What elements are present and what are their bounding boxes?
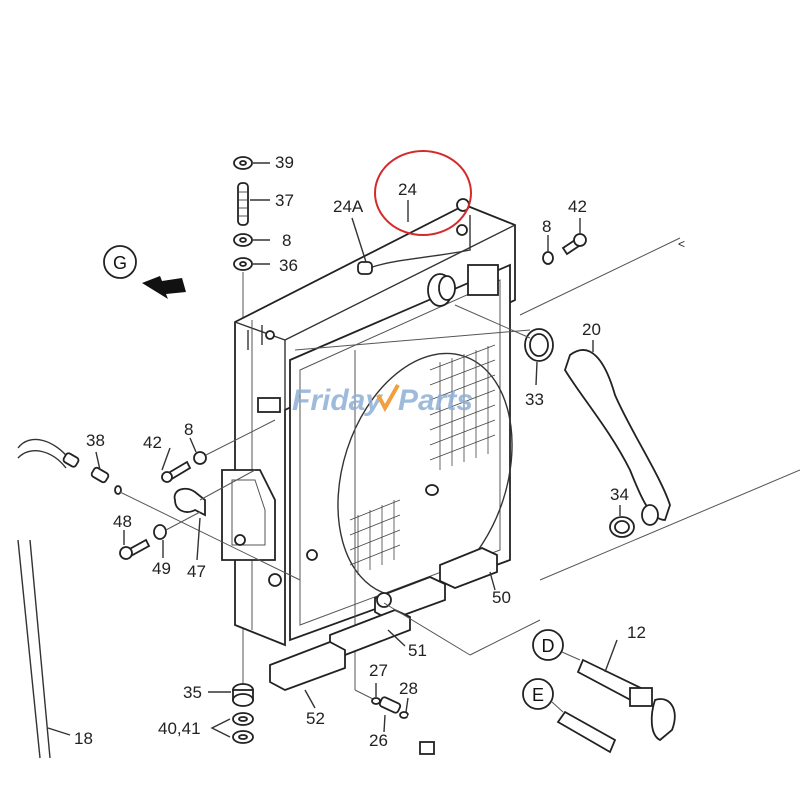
- left-hardware: [17, 419, 301, 581]
- callout-18: 18: [74, 729, 93, 748]
- callout-52: 52: [306, 709, 325, 728]
- callout-47: 47: [187, 562, 206, 581]
- callout-24: 24: [398, 180, 417, 199]
- callout-28: 28: [399, 679, 418, 698]
- pipes-12: D E: [522, 629, 676, 754]
- callout-37: 37: [275, 191, 294, 210]
- callout-51: 51: [408, 641, 427, 660]
- foam-blocks: [269, 547, 541, 709]
- watermark: Friday Parts: [292, 384, 473, 417]
- hose-20: [454, 304, 671, 538]
- fan-mesh: [349, 344, 496, 575]
- direction-arrow-icon: [142, 276, 186, 299]
- callout-8: 8: [282, 231, 291, 250]
- callout-39: 39: [275, 153, 294, 172]
- svg-text:<: <: [678, 237, 685, 251]
- radiator-assembly: [221, 198, 531, 690]
- watermark-text-left: Friday: [292, 384, 383, 417]
- bolt-42-top: [542, 218, 587, 265]
- view-marker-g: G: [103, 245, 186, 299]
- callout-35: 35: [183, 683, 202, 702]
- callout-49: 49: [152, 559, 171, 578]
- callout-27: 27: [369, 661, 388, 680]
- highlight-circle: [374, 150, 472, 236]
- callout-36: 36: [279, 256, 298, 275]
- callout-50: 50: [492, 588, 511, 607]
- pipe-18: [17, 539, 71, 759]
- callout-42-left: 42: [143, 433, 162, 452]
- callout-24a: 24A: [333, 197, 364, 216]
- marker-d-label: E: [532, 685, 544, 705]
- callout-20: 20: [582, 320, 601, 339]
- marker-g-label: G: [113, 253, 127, 273]
- sensor-24a: [357, 261, 373, 275]
- watermark-text-right: Parts: [398, 384, 473, 417]
- callout-42-right: 42: [568, 197, 587, 216]
- callout-38: 38: [86, 431, 105, 450]
- stud-37: [237, 182, 249, 226]
- watermark-check-icon: [376, 384, 400, 413]
- callout-labels: 39 37 8 36 24 24A 8 42 20 33 34 38 42 8 …: [74, 153, 646, 750]
- callout-48: 48: [113, 512, 132, 531]
- callout-8-right: 8: [542, 217, 551, 236]
- callout-33: 33: [525, 390, 544, 409]
- isolator-35: [208, 683, 254, 744]
- callout-40-41: 40,41: [158, 719, 201, 738]
- callout-34: 34: [610, 485, 629, 504]
- callout-26: 26: [369, 731, 388, 750]
- drain-fittings: [354, 683, 435, 755]
- callout-8-left: 8: [184, 420, 193, 439]
- callout-12: 12: [627, 623, 646, 642]
- marker-e-label: D: [542, 636, 555, 656]
